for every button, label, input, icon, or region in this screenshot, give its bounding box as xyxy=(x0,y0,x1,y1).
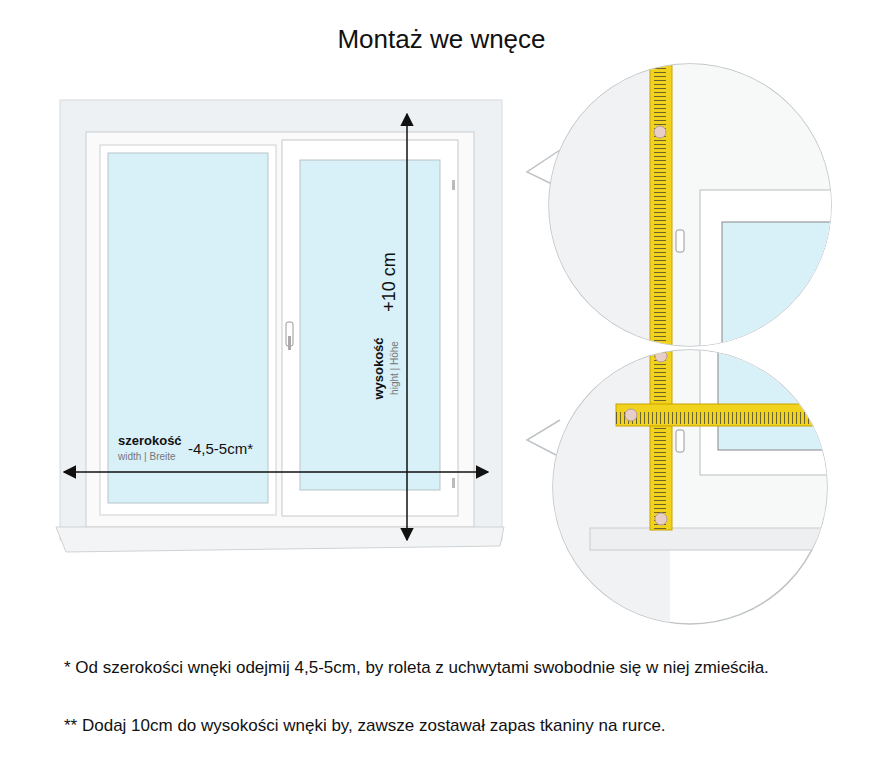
width-translation: width | Breite xyxy=(118,451,176,462)
footnote: * Od szerokości wnęki odejmij 4,5-5cm, b… xyxy=(64,655,838,680)
height-label: wysokość xyxy=(372,337,385,399)
width-dimension: -4,5-5cm* xyxy=(188,440,253,457)
footnote: ** Dodaj 10cm do wysokości wnęki by, zaw… xyxy=(64,713,844,738)
diagram-title: Montaż we wnęce xyxy=(0,24,883,55)
height-translation: hight | Höhe xyxy=(390,341,400,395)
width-label: szerokość xyxy=(118,433,182,448)
height-dimension: +10 cm xyxy=(380,252,398,312)
